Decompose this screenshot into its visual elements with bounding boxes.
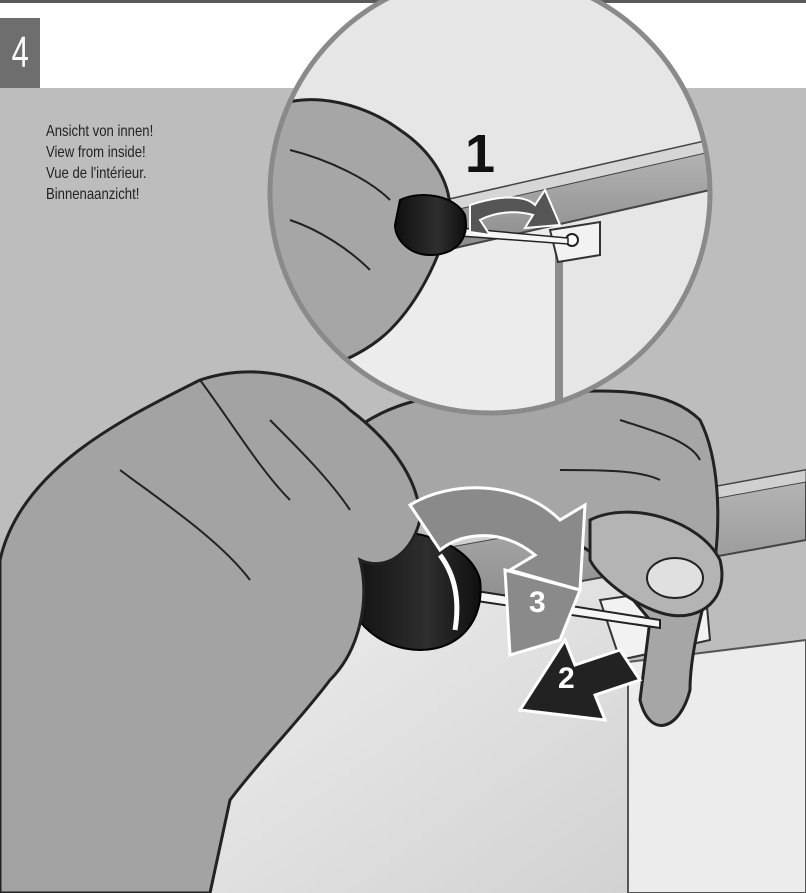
thumbnail: [647, 558, 703, 598]
view-note-en: View from inside!: [46, 142, 153, 163]
view-notes-list: Ansicht von innen! View from inside! Vue…: [46, 121, 177, 205]
view-note-nl: Binnenaanzicht!: [46, 184, 153, 205]
callout-3-label: 3: [529, 586, 546, 619]
step-number: 4: [11, 31, 28, 75]
callout-2-label: 2: [558, 662, 575, 695]
step-number-badge: 4: [0, 18, 40, 88]
callout-1-label: 1: [465, 124, 495, 184]
view-note-fr: Vue de l'intérieur.: [46, 163, 153, 184]
view-note-de: Ansicht von innen!: [46, 121, 153, 142]
screwdriver-handle-detail: [395, 195, 466, 255]
